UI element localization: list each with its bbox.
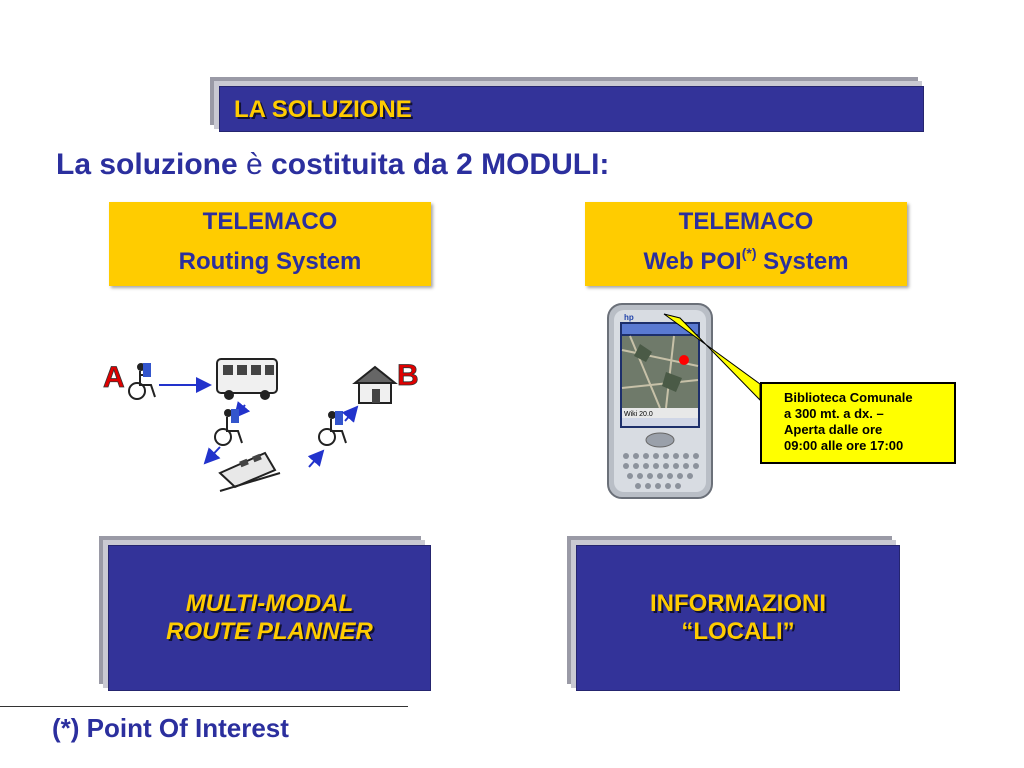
header-banner: LA SOLUZIONE (219, 86, 924, 132)
bus-icon (216, 358, 278, 400)
route-planner-line-2: ROUTE PLANNER (166, 618, 373, 645)
callout-line-4: 09:00 alle ore 17:00 (784, 438, 904, 453)
local-info-line-2: “LOCALI” (681, 618, 795, 645)
point-a-label: A (103, 361, 125, 394)
callout-line-2: a 300 mt. a dx. – (784, 406, 884, 421)
poi-marker-icon (679, 355, 689, 365)
pda-brand: hp (624, 313, 634, 322)
page-title: LA SOLUZIONE (234, 96, 412, 123)
module-webpoi-box: TELEMACO Web POI(*) System (585, 202, 907, 286)
headline: La soluzione è costituita da 2 MODULI: (56, 148, 609, 182)
route-planner-line-1: MULTI-MODAL (185, 590, 354, 617)
module-routing-subtitle: Routing System (178, 248, 362, 275)
train-icon (218, 451, 281, 492)
footnote: (*) Point Of Interest (52, 713, 289, 743)
headline-prefix: La soluzione (56, 148, 247, 181)
headline-accent: è (246, 148, 263, 181)
arrow-to-home-icon (341, 405, 359, 423)
point-b-label: B (397, 359, 419, 392)
module-webpoi-subtitle-prefix: Web POI (643, 248, 742, 275)
local-info-box: INFORMAZIONI “LOCALI” (576, 545, 900, 691)
wheelchair-icon (214, 409, 243, 446)
module-routing-title: TELEMACO (202, 208, 338, 235)
callout-line-3: Aperta dalle ore (784, 422, 883, 437)
pda-keyboard (623, 453, 699, 489)
pda-screen-status: Wiki 20.0 (624, 411, 653, 418)
pda-device: hp Wiki 20.0 (607, 303, 760, 499)
house-icon (352, 365, 398, 404)
module-routing-box: TELEMACO Routing System (109, 202, 431, 286)
footnote-divider (0, 706, 408, 707)
poi-callout: Biblioteca Comunale a 300 mt. a dx. – Ap… (760, 382, 956, 464)
routing-diagram: A (103, 358, 419, 492)
local-info-line-1: INFORMAZIONI (650, 590, 826, 617)
wheelchair-icon (128, 363, 156, 400)
pda-nav-pad (645, 432, 675, 448)
headline-suffix: costituita da 2 MODULI: (262, 148, 610, 181)
module-webpoi-title: TELEMACO (678, 208, 814, 235)
wheelchair-icon (318, 411, 347, 446)
callout-line-1: Biblioteca Comunale (784, 390, 913, 405)
arrow-up-icon (307, 449, 325, 468)
module-webpoi-footnote-mark: (*) (741, 245, 757, 261)
route-planner-box: MULTI-MODAL ROUTE PLANNER (108, 545, 431, 691)
module-webpoi-subtitle-suffix: System (756, 248, 849, 275)
arrow-to-train-icon (203, 446, 221, 465)
callout-pointer (663, 313, 760, 401)
module-webpoi-subtitle: Web POI(*) System (585, 242, 907, 282)
